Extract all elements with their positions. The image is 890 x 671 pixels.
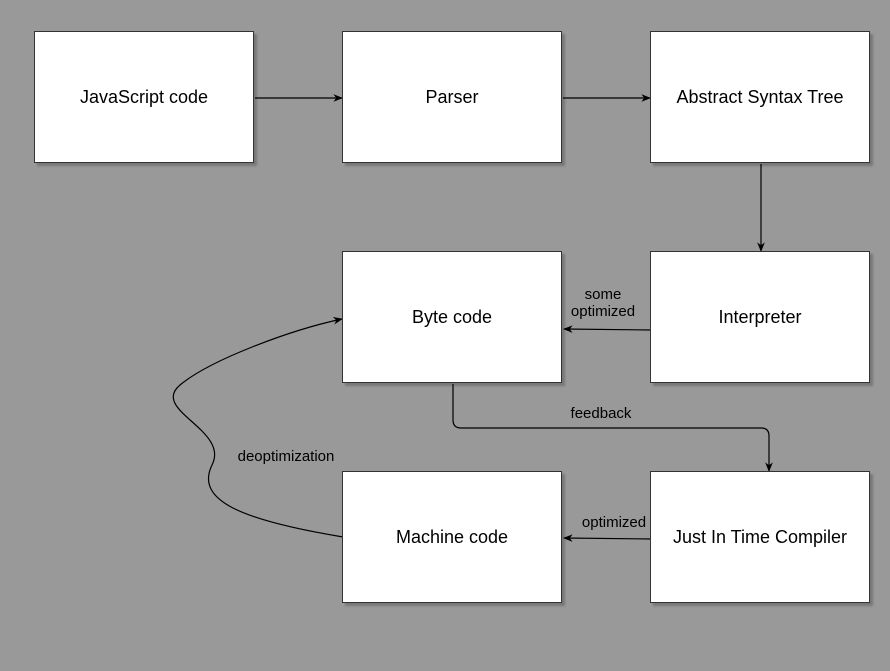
node-label: Byte code — [411, 306, 493, 327]
node-label: Abstract Syntax Tree — [676, 86, 844, 107]
node-label: Interpreter — [718, 306, 802, 327]
edge-bytecode-to-jit — [452, 384, 773, 472]
node-label: Machine code — [395, 526, 509, 547]
edge-jit-to-machinecode — [563, 534, 653, 542]
node-parser: Parser — [342, 31, 562, 163]
node-label: JavaScript code — [79, 86, 209, 107]
edge-machinecode-to-bytecode — [172, 317, 344, 538]
edge-label-feedback: feedback — [570, 405, 632, 422]
node-jit-compiler: Just In Time Compiler — [650, 471, 870, 603]
edge-interpreter-to-bytecode — [563, 325, 653, 333]
node-byte-code: Byte code — [342, 251, 562, 383]
edge-label-some-optimized: some optimized — [566, 286, 640, 320]
node-abstract-syntax-tree: Abstract Syntax Tree — [650, 31, 870, 163]
node-label: Parser — [425, 86, 479, 107]
edge-label-optimized: optimized — [581, 514, 647, 531]
node-interpreter: Interpreter — [650, 251, 870, 383]
edge-label-deoptimization: deoptimization — [237, 448, 335, 465]
node-javascript-code: JavaScript code — [34, 31, 254, 163]
edge-label-line: some — [584, 286, 622, 303]
node-machine-code: Machine code — [342, 471, 562, 603]
node-label: Just In Time Compiler — [672, 526, 848, 547]
edge-label-line: optimized — [570, 303, 636, 320]
